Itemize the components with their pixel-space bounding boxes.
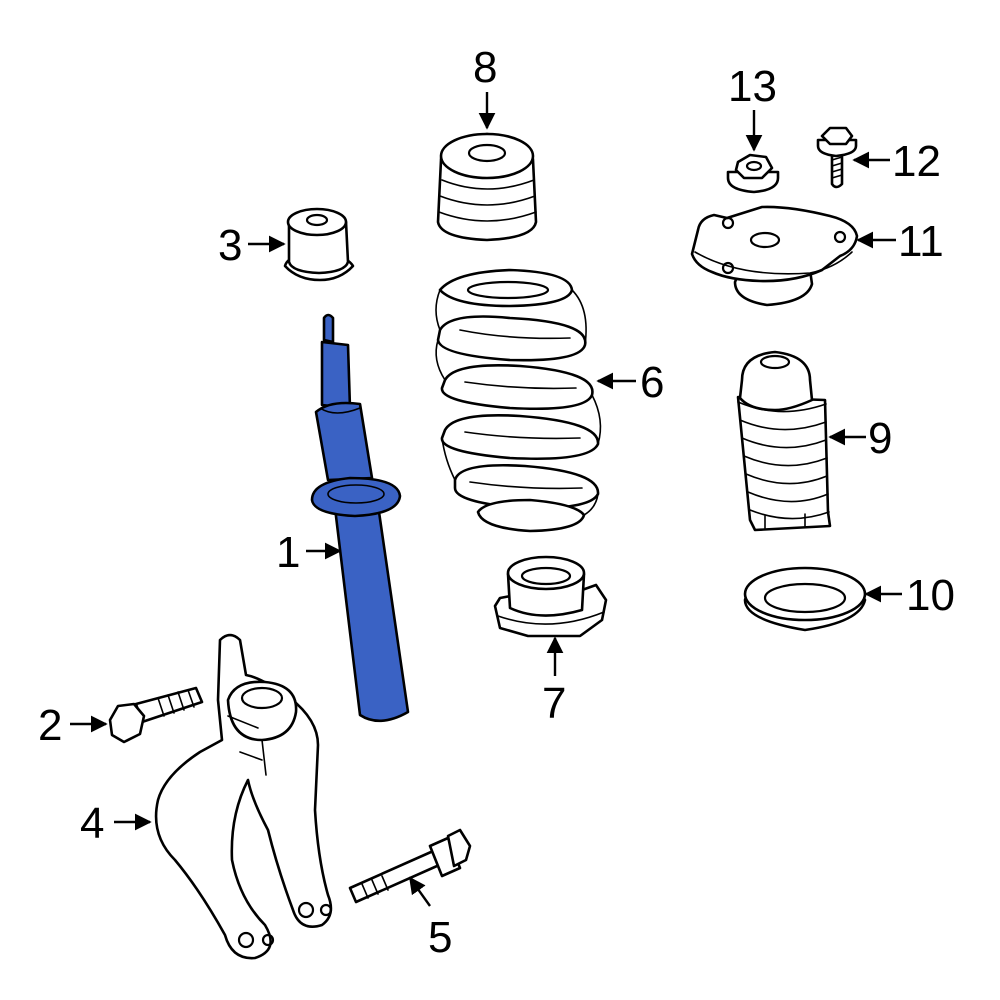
leader-lines — [70, 92, 902, 907]
callout-9: 9 — [868, 414, 892, 463]
part-1-strut[interactable] — [310, 313, 410, 723]
callout-4: 4 — [80, 799, 104, 848]
callout-13: 13 — [728, 62, 777, 111]
part-13-nut[interactable] — [726, 153, 780, 194]
part-11-upper-mount[interactable] — [690, 205, 859, 307]
callout-8: 8 — [473, 43, 497, 92]
part-8-bump-stop[interactable] — [436, 132, 538, 242]
callout-11: 11 — [898, 217, 944, 266]
callout-labels: 8 3 13 12 11 6 9 10 7 1 2 4 5 — [38, 43, 955, 962]
callout-5: 5 — [428, 913, 452, 962]
part-3-bushing[interactable] — [283, 207, 355, 282]
callout-3: 3 — [218, 221, 242, 270]
callout-6: 6 — [640, 358, 664, 407]
callout-12: 12 — [892, 137, 941, 186]
part-5-bolt[interactable] — [348, 828, 472, 904]
part-7-spring-seat[interactable] — [493, 555, 608, 638]
callout-10: 10 — [906, 571, 955, 620]
part-12-bolt[interactable] — [816, 126, 858, 189]
part-6-coil-spring[interactable] — [435, 268, 602, 533]
part-9-dust-boot[interactable] — [736, 350, 832, 532]
part-4-knuckle[interactable] — [154, 633, 333, 960]
part-2-bolt[interactable] — [108, 686, 204, 744]
callout-7: 7 — [542, 679, 566, 728]
callout-2: 2 — [38, 701, 62, 750]
callout-1: 1 — [276, 528, 300, 577]
part-10-seat-ring[interactable] — [743, 566, 867, 632]
